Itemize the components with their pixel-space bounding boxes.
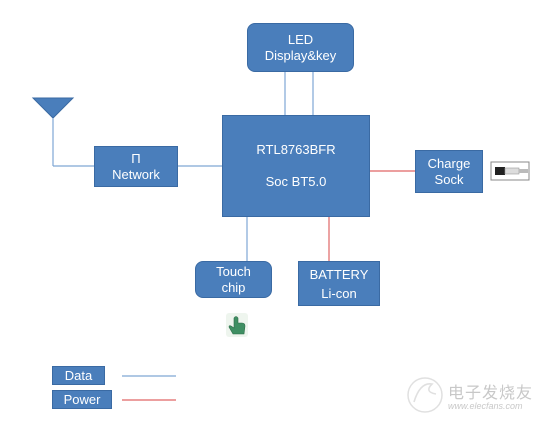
battery-label-line1: BATTERY <box>309 266 369 282</box>
antenna-icon <box>31 97 94 167</box>
pi-network-block: Π Network <box>94 146 178 187</box>
touch-label-line2: chip <box>221 279 246 295</box>
usb-cable-icon <box>490 161 530 181</box>
led-label-line1: LED <box>287 31 314 47</box>
legend-power-box: Power <box>52 390 112 409</box>
legend-data-box: Data <box>52 366 105 385</box>
led-label-line2: Display&key <box>264 47 337 63</box>
touch-chip-block: Touch chip <box>195 261 272 298</box>
charge-sock-block: Charge Sock <box>415 150 483 193</box>
soc-label-line2: Soc BT5.0 <box>265 174 327 189</box>
battery-block: BATTERY Li-con <box>298 261 380 306</box>
legend-data-label: Data <box>64 367 93 383</box>
watermark-chinese-text: 电子发烧友 <box>448 385 534 402</box>
watermark-url-text: www.elecfans.com <box>448 401 523 411</box>
battery-label-line2: Li-con <box>321 285 357 301</box>
elecfans-logo-icon <box>407 377 443 413</box>
led-display-key-block: LED Display&key <box>247 23 354 72</box>
legend-power-label: Power <box>63 391 101 407</box>
touch-label-line1: Touch <box>216 263 251 279</box>
pi-label-line2: Network <box>112 166 160 182</box>
charge-label-line2: Sock <box>434 171 464 187</box>
pi-label-line1: Π <box>131 150 141 166</box>
soc-label-line1: RTL8763BFR <box>256 142 336 157</box>
touch-hand-icon <box>226 313 248 337</box>
charge-label-line1: Charge <box>427 155 471 171</box>
soc-block: RTL8763BFR Soc BT5.0 <box>222 115 370 217</box>
